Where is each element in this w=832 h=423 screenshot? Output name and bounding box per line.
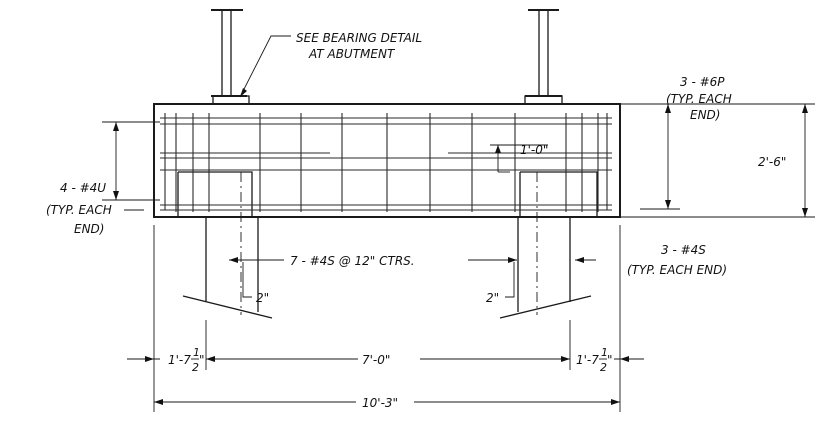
svg-text:": " xyxy=(607,353,613,367)
pier-cap-outline xyxy=(153,103,621,218)
cover-leaders xyxy=(242,262,515,298)
embed-text: 1'-0" xyxy=(520,143,548,157)
longitudinal-rebar xyxy=(160,113,612,211)
left-overhang-dimension-text: 1'-7 1 2 " xyxy=(168,346,205,374)
svg-text:2: 2 xyxy=(600,361,607,374)
right-girder xyxy=(524,9,563,105)
stirrups-end-label-line1: 3 - #4S xyxy=(661,243,706,257)
stirrups-end-label-line2: (TYP. EACH END) xyxy=(627,263,727,277)
height-dimension xyxy=(620,103,815,218)
left-bars-label-line2: (TYP. EACH xyxy=(46,203,112,217)
top-bars-label-line3: END) xyxy=(690,108,720,122)
svg-text:1'-7: 1'-7 xyxy=(576,353,599,367)
svg-text:1: 1 xyxy=(601,346,608,359)
left-height-dimension xyxy=(102,121,160,201)
overall-height-text: 2'-6" xyxy=(758,155,786,169)
cover-left-text: 2" xyxy=(256,291,269,305)
svg-text:1'-7: 1'-7 xyxy=(168,353,191,367)
svg-text:2: 2 xyxy=(192,361,199,374)
bearing-label-line1: SEE BEARING DETAIL xyxy=(296,31,422,45)
right-column xyxy=(499,171,598,319)
svg-text:": " xyxy=(199,353,205,367)
top-bars-label-line1: 3 - #6P xyxy=(680,75,725,89)
cover-right-text: 2" xyxy=(486,291,499,305)
left-bars-label-line1: 4 - #4U xyxy=(60,181,106,195)
overall-length-text: 10'-3" xyxy=(362,396,398,410)
stirrups xyxy=(175,113,599,212)
stirrups-mid-label: 7 - #4S @ 12" CTRS. xyxy=(290,254,415,268)
embed-dimension xyxy=(490,144,548,173)
bottom-dimension-chain xyxy=(127,225,644,412)
left-bars-label-line3: END) xyxy=(74,222,104,236)
right-overhang-dimension-text: 1'-7 1 2 " xyxy=(576,346,613,374)
top-bars-label-line2: (TYP. EACH xyxy=(666,92,732,106)
stirrup-spacing-dimension xyxy=(229,257,596,263)
svg-text:1: 1 xyxy=(193,346,200,359)
center-span-text: 7'-0" xyxy=(362,353,390,367)
bearing-detail-leader xyxy=(239,35,291,98)
bearing-label-line2: AT ABUTMENT xyxy=(308,47,396,61)
